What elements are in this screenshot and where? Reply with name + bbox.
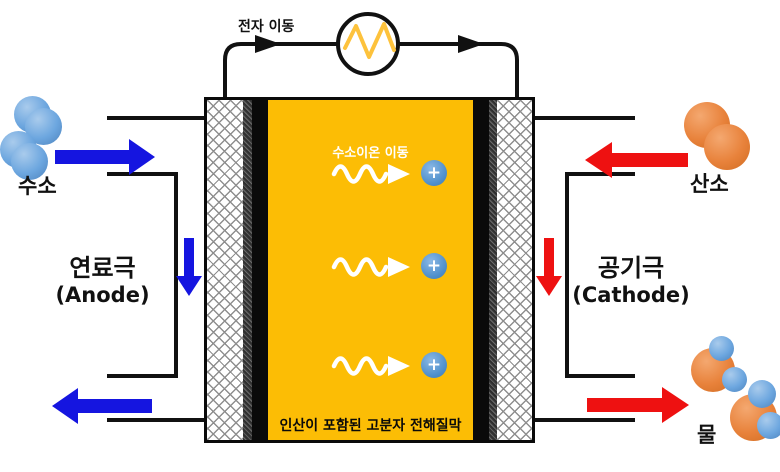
hydrogen-molecule-atom — [11, 143, 48, 180]
oxygen-molecule-atom — [704, 124, 750, 170]
anode-channel-wall — [174, 172, 178, 378]
mea-cell: 수소이온 이동 + + + 인산이 포함된 고분자 전해질막 — [204, 97, 535, 443]
catalyst-layer-right — [489, 100, 497, 440]
membrane-name-label: 인산이 포함된 고분자 전해질막 — [279, 418, 462, 434]
hydrogen-ion: + — [421, 253, 447, 279]
electron-arrowhead-left-icon — [255, 35, 281, 53]
gas-diffusion-layer-left — [207, 100, 243, 440]
hydrogen-ion: + — [421, 352, 447, 378]
anode-electrode-layer — [252, 100, 268, 440]
gas-diffusion-layer-right — [497, 100, 532, 440]
ion-flow-label: 수소이온 이동 — [332, 146, 409, 161]
hydrogen-ion: + — [421, 160, 447, 186]
wire-left — [223, 42, 337, 97]
anode-label-block: 연료극 (Anode) — [40, 248, 165, 307]
water-hydrogen-atom — [748, 380, 776, 408]
anode-outlet-wall-bottom — [107, 418, 207, 422]
electron-arrowhead-right-icon — [458, 35, 484, 53]
hydrogen-label: 수소 — [18, 174, 57, 198]
water-outlet-arrow — [587, 387, 689, 423]
load-zigzag-icon — [343, 22, 396, 59]
cathode-inlet-wall-top — [534, 116, 635, 120]
hydrogen-outlet-arrow — [52, 388, 152, 424]
anode-flow-down-arrow — [176, 238, 202, 296]
cathode-outlet-wall-bottom — [534, 418, 635, 422]
external-circuit-wire — [223, 12, 519, 97]
anode-inlet-wall-top — [107, 116, 207, 120]
wire-right — [398, 42, 519, 97]
oxygen-inlet-arrow — [585, 142, 688, 178]
cathode-outlet-wall-top — [565, 374, 635, 378]
catalyst-layer-left — [243, 100, 252, 440]
ion-wave-arrow-icon — [331, 257, 410, 277]
ion-wave-arrow-icon — [331, 164, 410, 184]
water-hydrogen-atom — [722, 367, 747, 392]
water-hydrogen-atom — [709, 336, 734, 361]
electron-flow-label: 전자 이동 — [238, 19, 295, 35]
electrolyte-membrane: 수소이온 이동 + + + 인산이 포함된 고분자 전해질막 — [268, 100, 473, 440]
anode-label-kr: 연료극 — [69, 254, 136, 282]
ion-wave-arrow-icon — [331, 356, 410, 376]
anode-label-en: (Anode) — [55, 283, 150, 307]
hydrogen-inlet-arrow — [55, 139, 155, 175]
cathode-label-en: (Cathode) — [572, 283, 690, 307]
cathode-electrode-layer — [473, 100, 489, 440]
oxygen-label: 산소 — [690, 172, 729, 196]
cathode-flow-down-arrow — [536, 238, 562, 296]
cathode-label-kr: 공기극 — [597, 254, 665, 282]
cathode-channel-wall — [565, 172, 569, 378]
cathode-label-block: 공기극 (Cathode) — [568, 248, 694, 307]
water-label: 물 — [697, 423, 717, 447]
water-hydrogen-atom — [757, 412, 780, 439]
anode-outlet-wall-top — [107, 374, 177, 378]
